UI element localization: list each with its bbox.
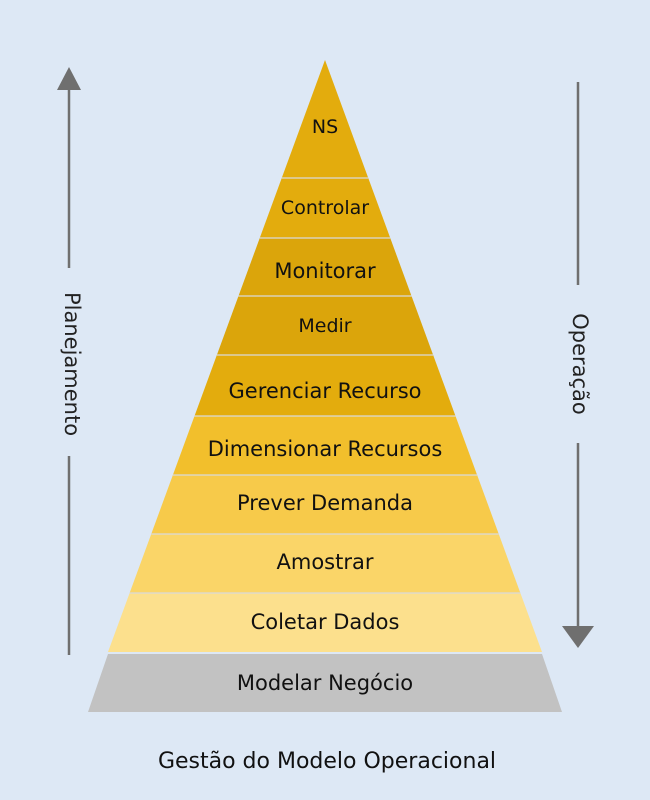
operation-label: Operação [568, 313, 592, 415]
pyramid-level-8 [129, 534, 521, 593]
pyramid-level-3 [238, 238, 412, 296]
pyramid-level-label: Controlar [281, 197, 369, 219]
down-arrow-head-icon [562, 626, 594, 648]
pyramid-level-label: Gerenciar Recurso [229, 379, 422, 403]
pyramid-level-4 [216, 296, 434, 355]
pyramid-level-10 [88, 654, 562, 712]
pyramid-level-label: Amostrar [277, 550, 374, 574]
pyramid-level-5 [194, 355, 456, 416]
planning-arrow: Planejamento [57, 67, 84, 655]
pyramid-level-1 [281, 60, 369, 178]
pyramid-level-2 [259, 178, 391, 238]
pyramid-level-9 [108, 593, 542, 652]
pyramid-level-6 [172, 416, 478, 475]
pyramid-level-label: NS [312, 116, 338, 138]
operation-arrow: Operação [562, 82, 594, 648]
up-arrow-head-icon [57, 67, 81, 90]
pyramid-level-label: Dimensionar Recursos [208, 437, 443, 461]
pyramid-level-7 [151, 475, 499, 534]
pyramid-level-label: Coletar Dados [251, 610, 400, 634]
pyramid-level-label: Medir [298, 315, 351, 337]
pyramid-level-label: Modelar Negócio [237, 671, 413, 695]
diagram-caption: Gestão do Modelo Operacional [158, 749, 496, 774]
pyramid-level-label: Monitorar [274, 259, 376, 283]
pyramid-level-label: Prever Demanda [237, 491, 413, 515]
planning-label: Planejamento [60, 292, 84, 436]
